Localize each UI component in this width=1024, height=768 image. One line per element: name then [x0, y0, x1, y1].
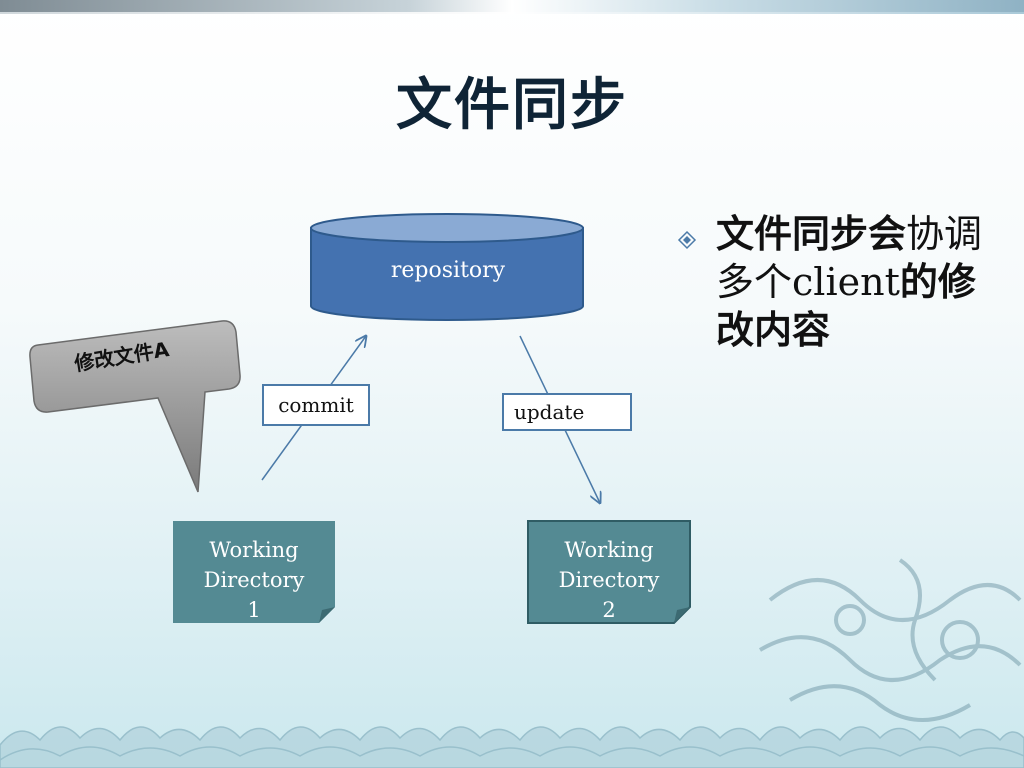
- update-label: update: [502, 393, 632, 431]
- bullet-diamond-icon: [677, 230, 697, 250]
- callout-bubble: [29, 320, 241, 493]
- slide-title: 文件同步: [396, 73, 628, 138]
- working-directory-1-shape: [173, 521, 335, 623]
- working-directory-2-label: Working Directory 2: [558, 538, 660, 622]
- dragon-decoration: [758, 558, 1022, 722]
- repository-cylinder: [310, 213, 584, 321]
- top-decor-line: [0, 12, 1024, 14]
- top-decor-bar: [0, 0, 1024, 12]
- wave-decoration: [0, 726, 1024, 768]
- repository-label: repository: [390, 258, 506, 283]
- working-directory-1-label: Working Directory 1: [203, 538, 305, 622]
- bullet-text: 文件同步会协调多个client的修改内容: [716, 212, 983, 352]
- commit-label: commit: [262, 384, 370, 426]
